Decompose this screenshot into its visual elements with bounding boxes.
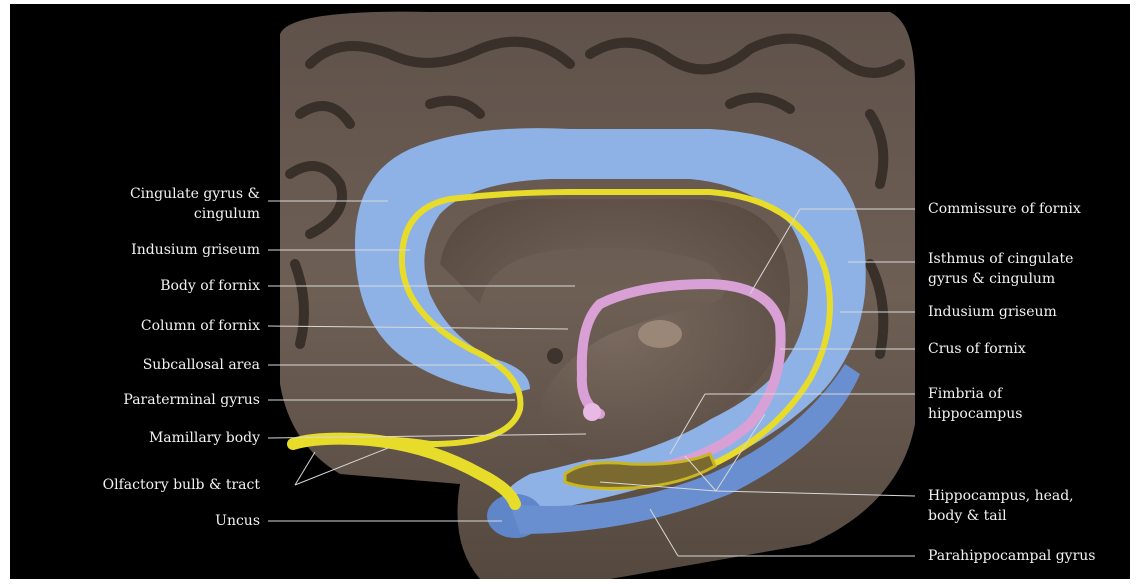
- label-hippocampus: Hippocampus, head, body & tail: [928, 486, 1074, 526]
- label-paraterminal: Paraterminal gyrus: [123, 390, 260, 410]
- label-commissure: Commissure of fornix: [928, 199, 1081, 219]
- label-cingulate-line2: cingulum: [130, 204, 260, 224]
- label-olfactory: Olfactory bulb & tract: [103, 475, 260, 495]
- label-uncus-text: Uncus: [215, 511, 260, 531]
- label-indusium-left: Indusium griseum: [131, 240, 260, 260]
- label-parahippocampal: Parahippocampal gyrus: [928, 546, 1096, 566]
- label-subcallosal-text: Subcallosal area: [143, 355, 260, 375]
- label-crus: Crus of fornix: [928, 339, 1026, 359]
- diagram-frame: Cingulate gyrus & cingulum Indusium gris…: [10, 4, 1130, 579]
- anterior-commissure-shape: [547, 348, 563, 364]
- label-body-fornix: Body of fornix: [160, 276, 260, 296]
- label-hippocampus-line1: Hippocampus, head,: [928, 486, 1074, 506]
- label-indusium-right-text: Indusium griseum: [928, 302, 1057, 322]
- label-indusium-right: Indusium griseum: [928, 302, 1057, 322]
- label-olfactory-text: Olfactory bulb & tract: [103, 475, 260, 495]
- label-body-fornix-text: Body of fornix: [160, 276, 260, 296]
- label-isthmus-line2: gyrus & cingulum: [928, 269, 1073, 289]
- label-column-fornix: Column of fornix: [141, 316, 260, 336]
- label-crus-text: Crus of fornix: [928, 339, 1026, 359]
- label-mamillary-text: Mamillary body: [149, 428, 260, 448]
- label-fimbria: Fimbria of hippocampus: [928, 384, 1022, 424]
- label-parahippocampal-text: Parahippocampal gyrus: [928, 546, 1096, 566]
- label-indusium-left-text: Indusium griseum: [131, 240, 260, 260]
- label-isthmus: Isthmus of cingulate gyrus & cingulum: [928, 249, 1073, 289]
- label-cingulate: Cingulate gyrus & cingulum: [130, 184, 260, 224]
- mamillary-body-shape: [583, 403, 601, 421]
- label-mamillary: Mamillary body: [149, 428, 260, 448]
- label-hippocampus-line2: body & tail: [928, 506, 1074, 526]
- thalamus-shape: [638, 320, 682, 348]
- label-cingulate-line1: Cingulate gyrus &: [130, 184, 260, 204]
- label-fimbria-line1: Fimbria of: [928, 384, 1022, 404]
- label-commissure-text: Commissure of fornix: [928, 199, 1081, 219]
- label-subcallosal: Subcallosal area: [143, 355, 260, 375]
- label-paraterminal-text: Paraterminal gyrus: [123, 390, 260, 410]
- label-uncus: Uncus: [215, 511, 260, 531]
- leader-olfactory-1: [295, 452, 315, 485]
- label-isthmus-line1: Isthmus of cingulate: [928, 249, 1073, 269]
- label-column-fornix-text: Column of fornix: [141, 316, 260, 336]
- label-fimbria-line2: hippocampus: [928, 404, 1022, 424]
